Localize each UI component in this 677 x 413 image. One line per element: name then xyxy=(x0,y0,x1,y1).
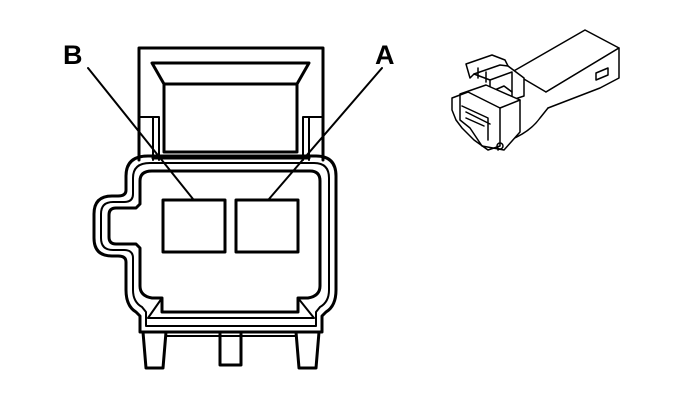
foot-right xyxy=(294,330,321,370)
connector-isometric-view xyxy=(451,29,620,151)
leader-line-b xyxy=(87,67,194,200)
cavity-label-b: B xyxy=(63,40,83,70)
connector-end-view: B A xyxy=(63,40,395,370)
shell-outer xyxy=(92,154,338,334)
iso-cavity-lines xyxy=(461,99,521,141)
foot-center xyxy=(218,332,243,367)
shell-middle xyxy=(100,162,330,327)
latch-housing-inner xyxy=(138,116,324,161)
cavity-a xyxy=(234,198,300,254)
iso-front-face xyxy=(451,91,501,151)
latch-trapezoid xyxy=(150,61,311,86)
iso-body-side xyxy=(545,47,620,109)
iso-side-window xyxy=(595,67,609,81)
cavity-label-a: A xyxy=(375,40,395,70)
leader-line-a xyxy=(268,67,383,200)
iso-front-housing xyxy=(459,84,521,151)
cavity-b xyxy=(161,198,227,254)
bottom-ledge xyxy=(147,297,315,319)
foot-left xyxy=(141,330,168,370)
latch-housing xyxy=(137,46,325,162)
iso-pin-dot xyxy=(496,142,504,150)
shell-inner xyxy=(107,169,322,314)
iso-latch-lines xyxy=(473,64,513,93)
latch-body xyxy=(162,82,299,154)
